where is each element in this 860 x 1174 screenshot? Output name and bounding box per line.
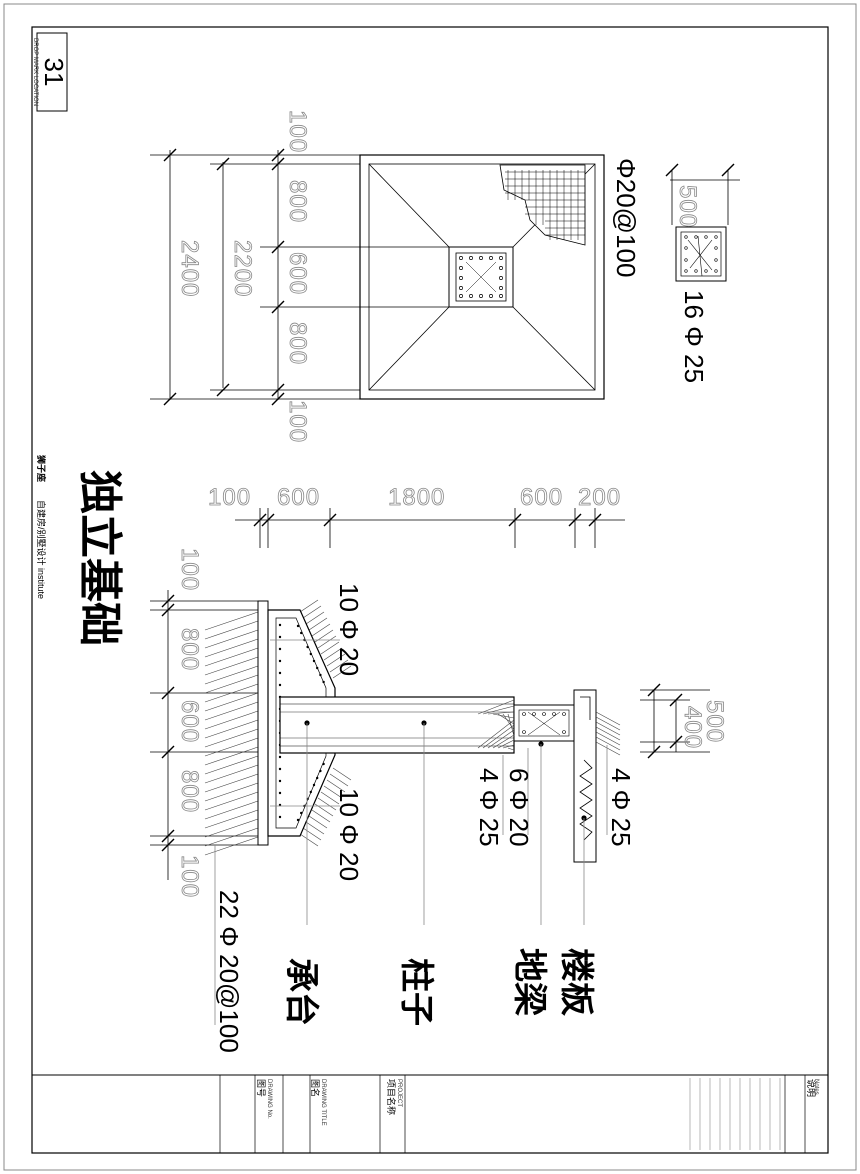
mesh-cutout — [499, 164, 586, 246]
rebar-dot — [459, 276, 463, 280]
studio-subtitle: 自建房/别墅设计 institute — [36, 500, 47, 599]
rebar-dot — [489, 256, 493, 260]
section-left-dim-3: 600 — [176, 700, 203, 743]
plan-column-bars — [459, 256, 503, 298]
plan-view: Φ20@100 2400 2200 100 800 — [150, 110, 740, 443]
rebar-dot — [459, 266, 463, 270]
studio-name: 狮子座 — [36, 454, 47, 482]
plan-dim-mid: 2200 — [229, 240, 256, 297]
section-left-dim-1: 100 — [176, 548, 203, 591]
rebar-dot — [499, 286, 503, 290]
beam-rebar-dots — [522, 712, 566, 734]
rebar-dot — [459, 256, 463, 260]
rebar-dot — [499, 256, 503, 260]
tb-notes-cn: 说明 — [806, 1079, 817, 1097]
section-column — [279, 696, 515, 754]
tb-project-cn: 项目名称 — [386, 1079, 397, 1115]
rebar-dot — [459, 286, 463, 290]
beam-bars-a-label: 4 Φ 25 — [474, 768, 504, 847]
rebar-bottom-label: 10 Φ 20 — [334, 788, 364, 881]
inner-frame — [31, 26, 829, 1154]
plan-dim-2: 800 — [284, 180, 311, 223]
rebar-dot — [499, 266, 503, 270]
label-ground-beam: 地梁 — [510, 948, 548, 1016]
beam-dim-400: 400 — [679, 706, 706, 749]
slab-bars-label: 4 Φ 25 — [606, 768, 636, 847]
section-left-dim-4: 800 — [176, 770, 203, 813]
rebar-dot — [489, 294, 493, 298]
tb-notes-label: Notes — [813, 1079, 819, 1095]
detail-column-bars — [684, 235, 718, 273]
footing-inner-step — [368, 163, 596, 391]
section-top-dim-4: 600 — [520, 484, 563, 511]
rebar-dot — [469, 294, 473, 298]
tb-drawing-title-label: DRAWING TITLE — [320, 1079, 326, 1126]
label-slab: 楼板 — [557, 948, 595, 1016]
sheet-number-box: 31 DROP MARK LOCATION — [32, 32, 69, 112]
section-left-dim-5: 100 — [176, 855, 203, 898]
title-block: DRAWING No. 图号 DRAWING TITLE 图名 PROJECT … — [32, 1074, 828, 1153]
label-column: 柱子 — [397, 958, 435, 1026]
rebar-base-label: 22 Φ 20@100 — [214, 890, 244, 1053]
plan-dim-3: 600 — [284, 252, 311, 295]
floor-slab — [573, 689, 597, 863]
column-section-size: 500 — [674, 185, 701, 228]
ground-beam — [513, 704, 575, 742]
rebar-dot — [499, 276, 503, 280]
section-top-dim-2: 600 — [277, 484, 320, 511]
tb-drawing-title-cn: 图名 — [310, 1079, 321, 1097]
beam-dim-500: 500 — [701, 700, 728, 743]
rebar-dot — [479, 294, 483, 298]
section-top-dim-5: 200 — [578, 484, 621, 511]
beam-bars-b-label: 6 Φ 20 — [504, 768, 534, 847]
plan-dim-total: 2400 — [176, 240, 203, 297]
outer-border — [3, 3, 857, 1171]
rebar-mesh-grid — [505, 170, 586, 240]
base-slab — [257, 600, 269, 846]
footing-outline — [359, 154, 605, 400]
rebar-dot — [499, 294, 503, 298]
section-top-dim-1: 100 — [208, 484, 251, 511]
column-bars-label: 16 Φ 25 — [679, 290, 709, 383]
sheet-number: 31 — [39, 58, 69, 87]
plan-dim-1: 100 — [284, 110, 311, 153]
tb-drawing-no-cn: 图号 — [256, 1079, 266, 1097]
section-view: 100 600 1800 600 200 100 800 600 800 100 — [150, 484, 728, 1053]
section-left-dim-2: 800 — [176, 628, 203, 671]
drawing-title: 独立基础 — [75, 470, 124, 646]
rebar-top-label: 10 Φ 20 — [334, 583, 364, 676]
beam-hatching — [477, 699, 621, 756]
mesh-label: Φ20@100 — [611, 158, 641, 277]
rebar-dot — [479, 256, 483, 260]
plan-dim-5: 100 — [284, 400, 311, 443]
tb-project-label: PROJECT — [396, 1079, 402, 1107]
rebar-dot — [469, 256, 473, 260]
rebar-dot — [459, 294, 463, 298]
tb-drawing-no-label: DRAWING No. — [266, 1079, 272, 1119]
column-section-detail: 500 16 Φ 25 — [665, 163, 740, 383]
soil-hatching — [204, 611, 259, 856]
section-top-dim-3: 1800 — [388, 484, 445, 511]
location-label: DROP MARK LOCATION — [32, 38, 38, 106]
plan-dim-4: 800 — [284, 322, 311, 365]
label-pile-cap: 承台 — [282, 958, 320, 1026]
